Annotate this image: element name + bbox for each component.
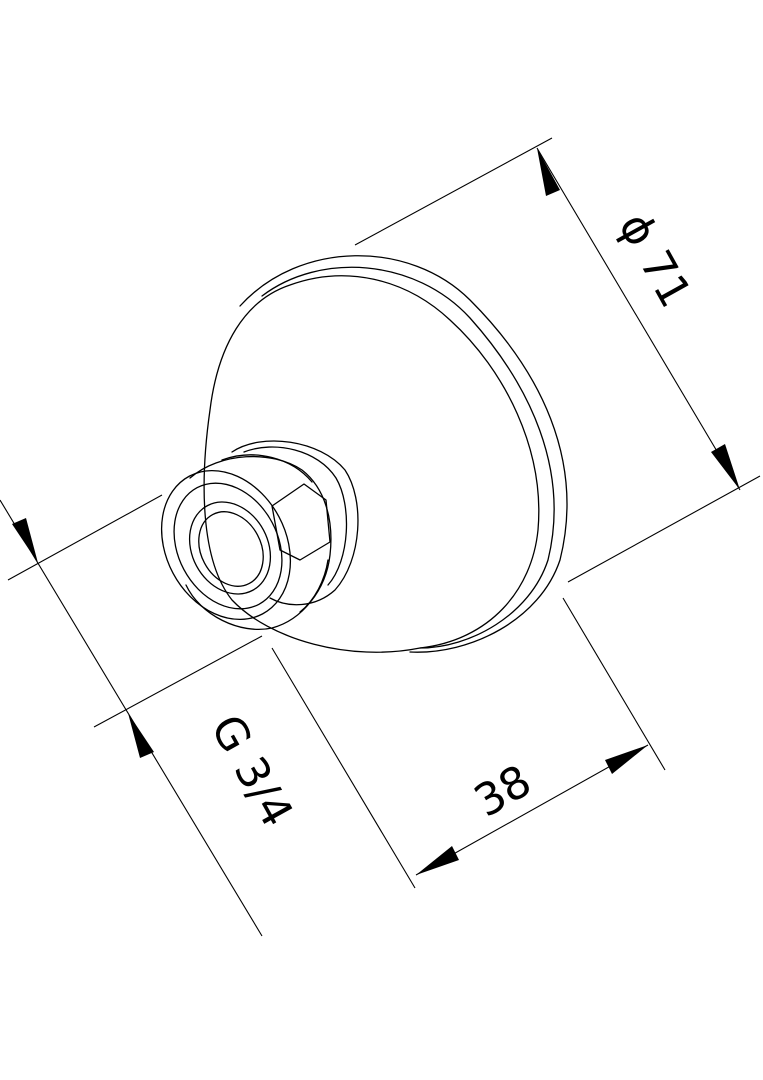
thread-arrow-top [12, 518, 38, 563]
diameter-arrow-top [537, 148, 560, 196]
bore-inner [198, 511, 264, 587]
diameter-extension-bottom [567, 475, 761, 583]
hex-nut-ridge [221, 454, 313, 483]
rim-inner [261, 266, 555, 649]
dimension-length: 38 [271, 597, 666, 889]
diameter-dimension-line [536, 147, 741, 491]
length-arrow-right [605, 745, 648, 774]
diameter-extension-top [354, 137, 553, 246]
dimension-diameter: ϕ 71 [354, 137, 761, 583]
hex-nut [185, 455, 332, 630]
hex-nut-ridge-2 [299, 559, 329, 613]
hex-facet [271, 483, 331, 561]
base-collar-inner [243, 446, 348, 586]
nut-front-outer [160, 469, 292, 621]
thread-extension-bottom [93, 635, 263, 728]
shower-head-body [203, 255, 568, 653]
length-label: 38 [466, 755, 540, 827]
thread-label: G 3/4 [200, 707, 302, 836]
thread-arrow-bottom [128, 713, 154, 758]
rim-outer [239, 255, 568, 653]
connection-fitting [160, 440, 359, 630]
dimension-thread: G 3/4 [0, 494, 303, 937]
dome-face [203, 275, 540, 653]
length-extension-right [562, 597, 666, 771]
length-extension-left [271, 647, 416, 889]
diameter-arrow-bottom [711, 444, 740, 490]
bore-outer [188, 501, 272, 595]
thread-extension-top [7, 494, 163, 581]
length-arrow-left [416, 846, 459, 875]
nut-front-ring [173, 482, 283, 610]
diameter-label: ϕ 71 [608, 205, 701, 316]
